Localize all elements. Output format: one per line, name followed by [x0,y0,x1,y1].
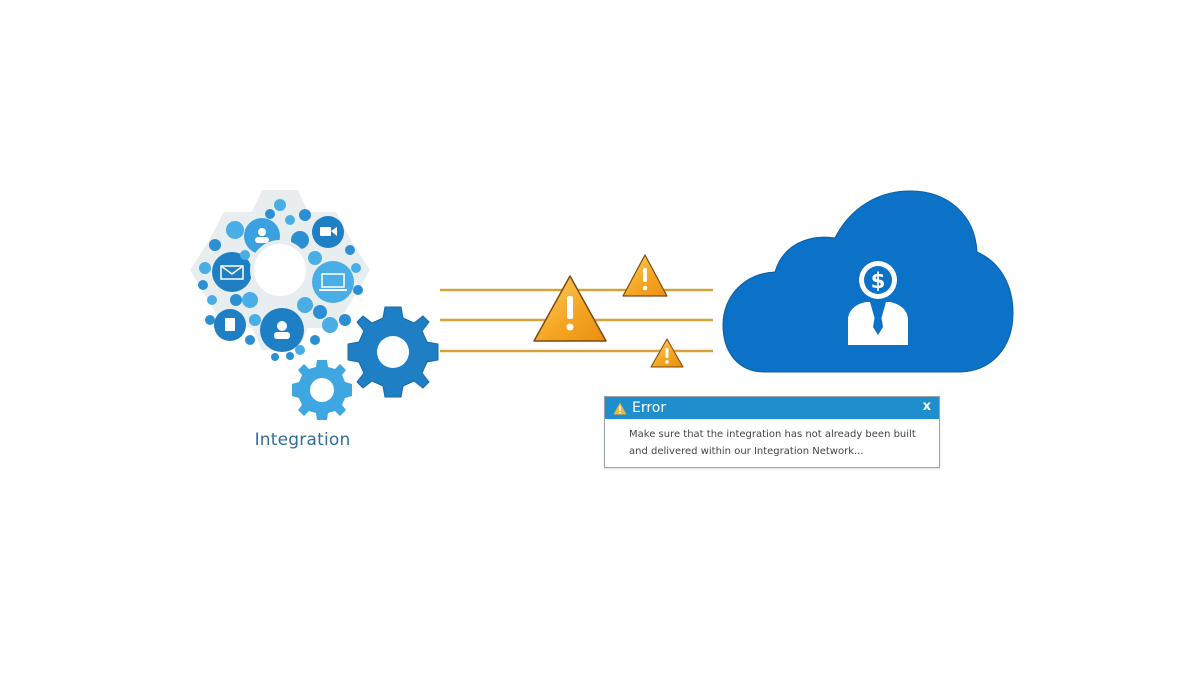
cloud-icon: $ [722,190,1014,373]
error-dialog: Error x Make sure that the integration h… [604,396,940,468]
error-dialog-message: Make sure that the integration has not a… [629,429,916,457]
gear-icon [347,306,439,398]
close-icon[interactable]: x [922,399,931,414]
mosaic-gear-icon [190,190,370,361]
warning-icon-small [650,338,684,368]
error-dialog-header: Error x [605,397,939,419]
integration-label: Integration [254,430,351,450]
warning-icon-large [533,275,607,342]
warning-icon [613,402,627,414]
warning-icon-medium [622,254,668,297]
dollar-person-icon: $ [848,261,908,345]
small-gear-icon [292,360,352,420]
svg-text:$: $ [871,269,886,293]
error-dialog-title: Error [632,400,667,416]
